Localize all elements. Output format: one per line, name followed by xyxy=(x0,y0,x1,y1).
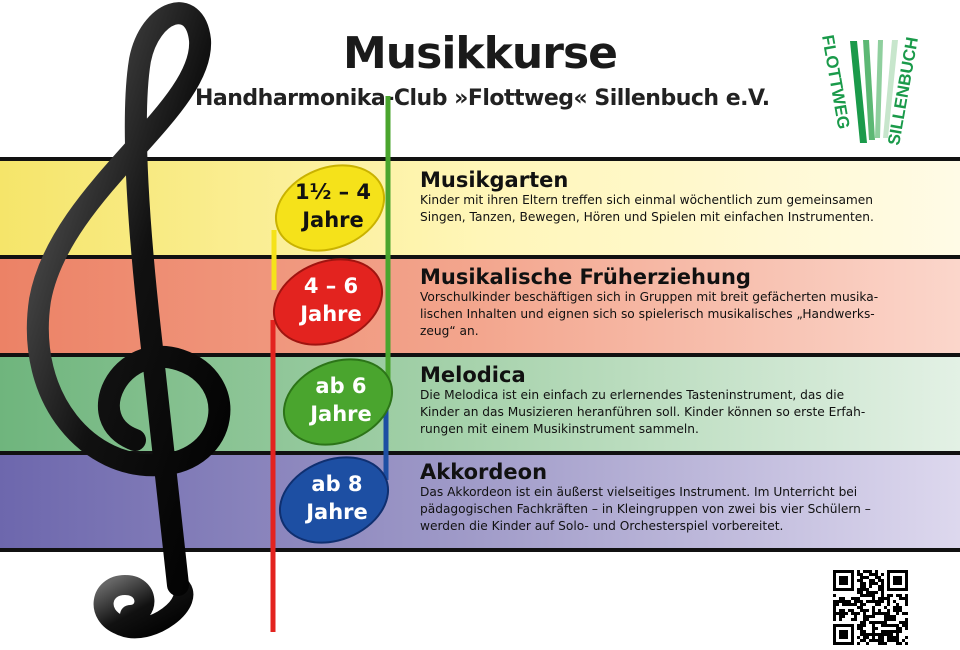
course-text: zeug“ an. xyxy=(420,324,479,338)
age-unit: Jahre xyxy=(302,208,364,232)
course-text: Vorschulkinder beschäftigen sich in Grup… xyxy=(420,290,879,304)
age-label-melodica: ab 6 Jahre xyxy=(286,372,396,428)
staff-line xyxy=(0,353,960,357)
age-label-frueherziehung: 4 – 6 Jahre xyxy=(276,272,386,328)
course-frueherziehung: Musikalische Früherziehung Vorschulkinde… xyxy=(420,265,920,340)
staff-line xyxy=(0,451,960,455)
course-title: Musikgarten xyxy=(420,168,569,192)
course-text: rungen mit einem Musikinstrument sammeln… xyxy=(420,422,699,436)
age-label-akkordeon: ab 8 Jahre xyxy=(282,470,392,526)
staff-line xyxy=(0,255,960,259)
course-text: Die Melodica ist ein einfach zu erlernen… xyxy=(420,388,845,402)
course-text: lischen Inhalten und eignen sich so spie… xyxy=(420,307,875,321)
note-head-green xyxy=(282,358,394,446)
treble-clef-icon xyxy=(26,2,231,639)
course-text: Kinder mit ihren Eltern treffen sich ein… xyxy=(420,193,874,207)
flottweg-logo: FLOTTWEG SILLENBUCH xyxy=(818,33,922,146)
note-head-red xyxy=(272,258,384,346)
course-akkordeon: Akkordeon Das Akkordeon ist ein äußerst … xyxy=(420,460,920,535)
note-head-yellow xyxy=(274,164,386,252)
age-range: 1½ – 4 xyxy=(294,180,372,204)
page-title: Musikkurse xyxy=(343,28,618,79)
course-title: Melodica xyxy=(420,363,526,387)
age-unit: Jahre xyxy=(300,302,362,326)
age-unit: Jahre xyxy=(310,402,372,426)
age-range: ab 8 xyxy=(311,472,363,496)
age-range: ab 6 xyxy=(315,374,367,398)
page-subtitle: Handharmonika-Club »Flottweg« Sillenbuch… xyxy=(195,86,770,111)
course-text: Singen, Tanzen, Bewegen, Hören und Spiel… xyxy=(420,210,874,224)
staff-line xyxy=(0,548,960,552)
logo-text-left: FLOTTWEG xyxy=(818,33,853,130)
note-head-blue xyxy=(278,456,390,544)
age-unit: Jahre xyxy=(306,500,368,524)
course-title: Akkordeon xyxy=(420,460,548,484)
course-text: werden die Kinder auf Solo- und Orcheste… xyxy=(420,519,784,533)
course-musikgarten: Musikgarten Kinder mit ihren Eltern tref… xyxy=(420,168,920,226)
course-melodica: Melodica Die Melodica ist ein einfach zu… xyxy=(420,363,920,438)
band-musikgarten xyxy=(0,161,960,255)
age-range: 4 – 6 xyxy=(303,274,359,298)
course-title: Musikalische Früherziehung xyxy=(420,265,751,289)
qr-code[interactable] xyxy=(833,570,908,645)
age-label-musikgarten: 1½ – 4 Jahre xyxy=(278,178,388,234)
course-text: Kinder an das Musizieren heranführen sol… xyxy=(420,405,866,419)
course-text: Das Akkordeon ist ein äußerst vielseitig… xyxy=(420,485,858,499)
course-text: pädagogischen Fachkräften – in Kleingrup… xyxy=(420,502,871,516)
staff-line xyxy=(0,157,960,161)
